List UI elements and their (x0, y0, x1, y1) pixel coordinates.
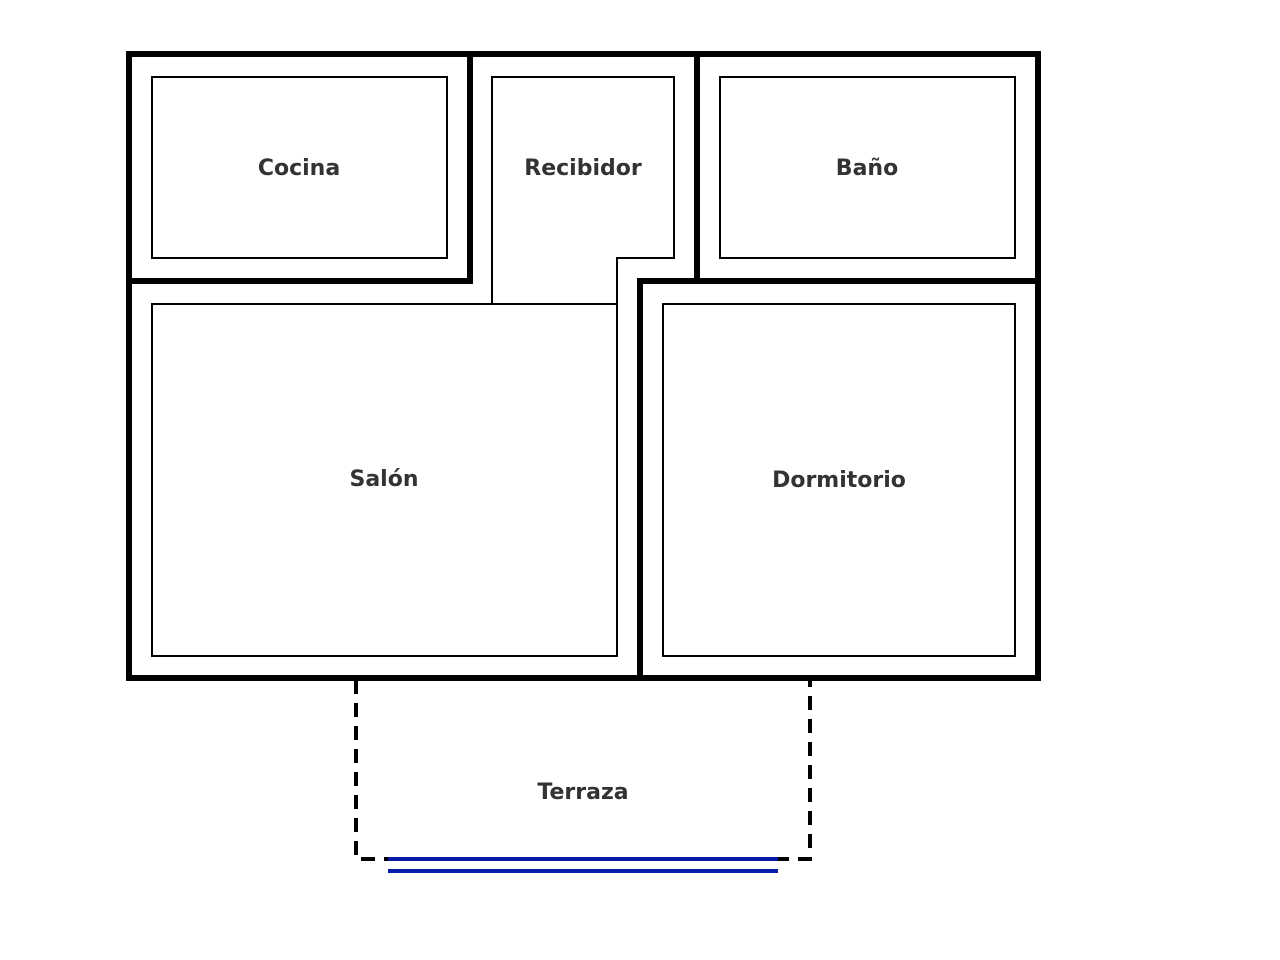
room-label-bedroom: Dormitorio (772, 468, 906, 493)
terrace-dashed-outline (354, 680, 812, 861)
kitchen-inner-outline (151, 76, 448, 259)
room-label-living-room: Salón (349, 467, 418, 492)
building-outline (126, 51, 1041, 681)
room-label-entrance-hall: Recibidor (524, 156, 642, 181)
room-label-kitchen: Cocina (258, 156, 340, 181)
entrance-hall-inner-outline (491, 76, 675, 304)
bathroom-inner-outline (719, 76, 1016, 259)
living-hall-combined-outline (151, 76, 675, 657)
terrace-area (354, 680, 812, 873)
outer-walls (126, 51, 1041, 681)
room-labels: Cocina Recibidor Baño Salón Dormitorio T… (258, 156, 906, 805)
kitchen-outer-wall (126, 51, 473, 284)
inner-walls (151, 76, 1016, 657)
bedroom-inner-outline (662, 303, 1016, 657)
room-label-terrace: Terraza (537, 780, 628, 805)
bedroom-outer-wall (637, 278, 1041, 681)
room-label-bathroom: Baño (836, 156, 898, 181)
